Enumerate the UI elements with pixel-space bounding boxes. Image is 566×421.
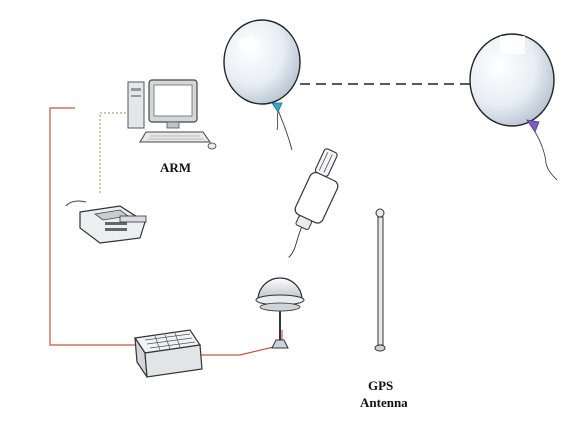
weather-balloon-left: [223, 19, 301, 131]
dotted-cable: [99, 112, 130, 195]
gps-label: GPS: [368, 378, 394, 393]
gps-antenna-icon: [374, 208, 386, 352]
receiver-box-icon: [133, 329, 203, 378]
red-cable: [49, 107, 283, 356]
gps-antenna-label: Antenna: [360, 395, 408, 410]
radiosonde-icon: [277, 109, 339, 258]
weather-balloon-right: [469, 33, 558, 181]
dome-antenna-icon: [255, 277, 305, 349]
computer-icon: [127, 79, 217, 150]
computer-label: ARM: [160, 160, 192, 175]
modem-icon: [65, 200, 147, 244]
